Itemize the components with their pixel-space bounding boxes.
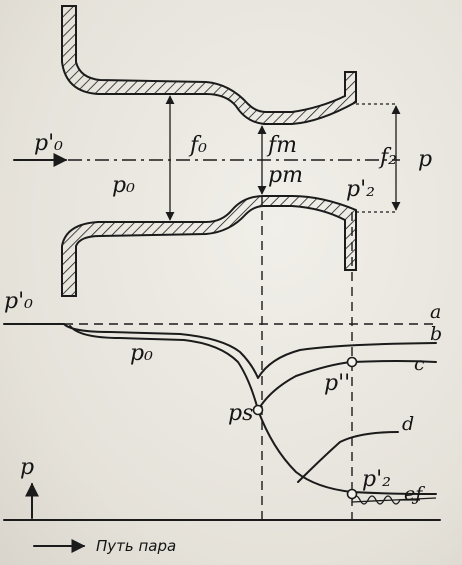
label-p2-prime-lower: p'₂ xyxy=(362,467,391,492)
label-f0: f₀ xyxy=(188,133,207,158)
label-curve-d: d xyxy=(402,413,414,435)
label-p-double-prime: p'' xyxy=(324,371,350,396)
label-p2-prime-inner: p'₂ xyxy=(346,177,375,202)
nozzle-upper-wall xyxy=(61,5,357,125)
label-fm: fm xyxy=(266,133,297,158)
label-p0-prime-left: p'₀ xyxy=(4,289,33,314)
label-pm: pm xyxy=(268,163,303,188)
label-curve-b: b xyxy=(430,323,442,345)
label-p0-prime-top: p'₀ xyxy=(34,131,63,156)
curve-b xyxy=(63,323,437,379)
label-p0-inner: p₀ xyxy=(112,173,135,198)
label-f2: f₂ xyxy=(378,145,397,170)
label-curve-c: c xyxy=(414,353,425,375)
curve-d xyxy=(297,431,399,483)
label-p-axis: p xyxy=(20,455,34,480)
label-p-right: p xyxy=(418,147,432,172)
nozzle-lower-wall xyxy=(61,195,357,297)
point-p2-prime xyxy=(346,488,358,500)
label-curve-ef: eƒ xyxy=(404,483,425,505)
curve-descending xyxy=(257,409,437,495)
label-ps: ps xyxy=(228,401,253,426)
label-p0-lower: p₀ xyxy=(130,341,153,366)
curve-p0-inner xyxy=(69,325,259,411)
curve-ef-line xyxy=(351,497,437,503)
point-p-double-prime xyxy=(346,356,358,368)
caption-steam-path: Путь пара xyxy=(96,537,176,555)
label-curve-a: a xyxy=(430,301,441,323)
point-ps xyxy=(252,404,264,416)
curve-c xyxy=(257,360,437,411)
